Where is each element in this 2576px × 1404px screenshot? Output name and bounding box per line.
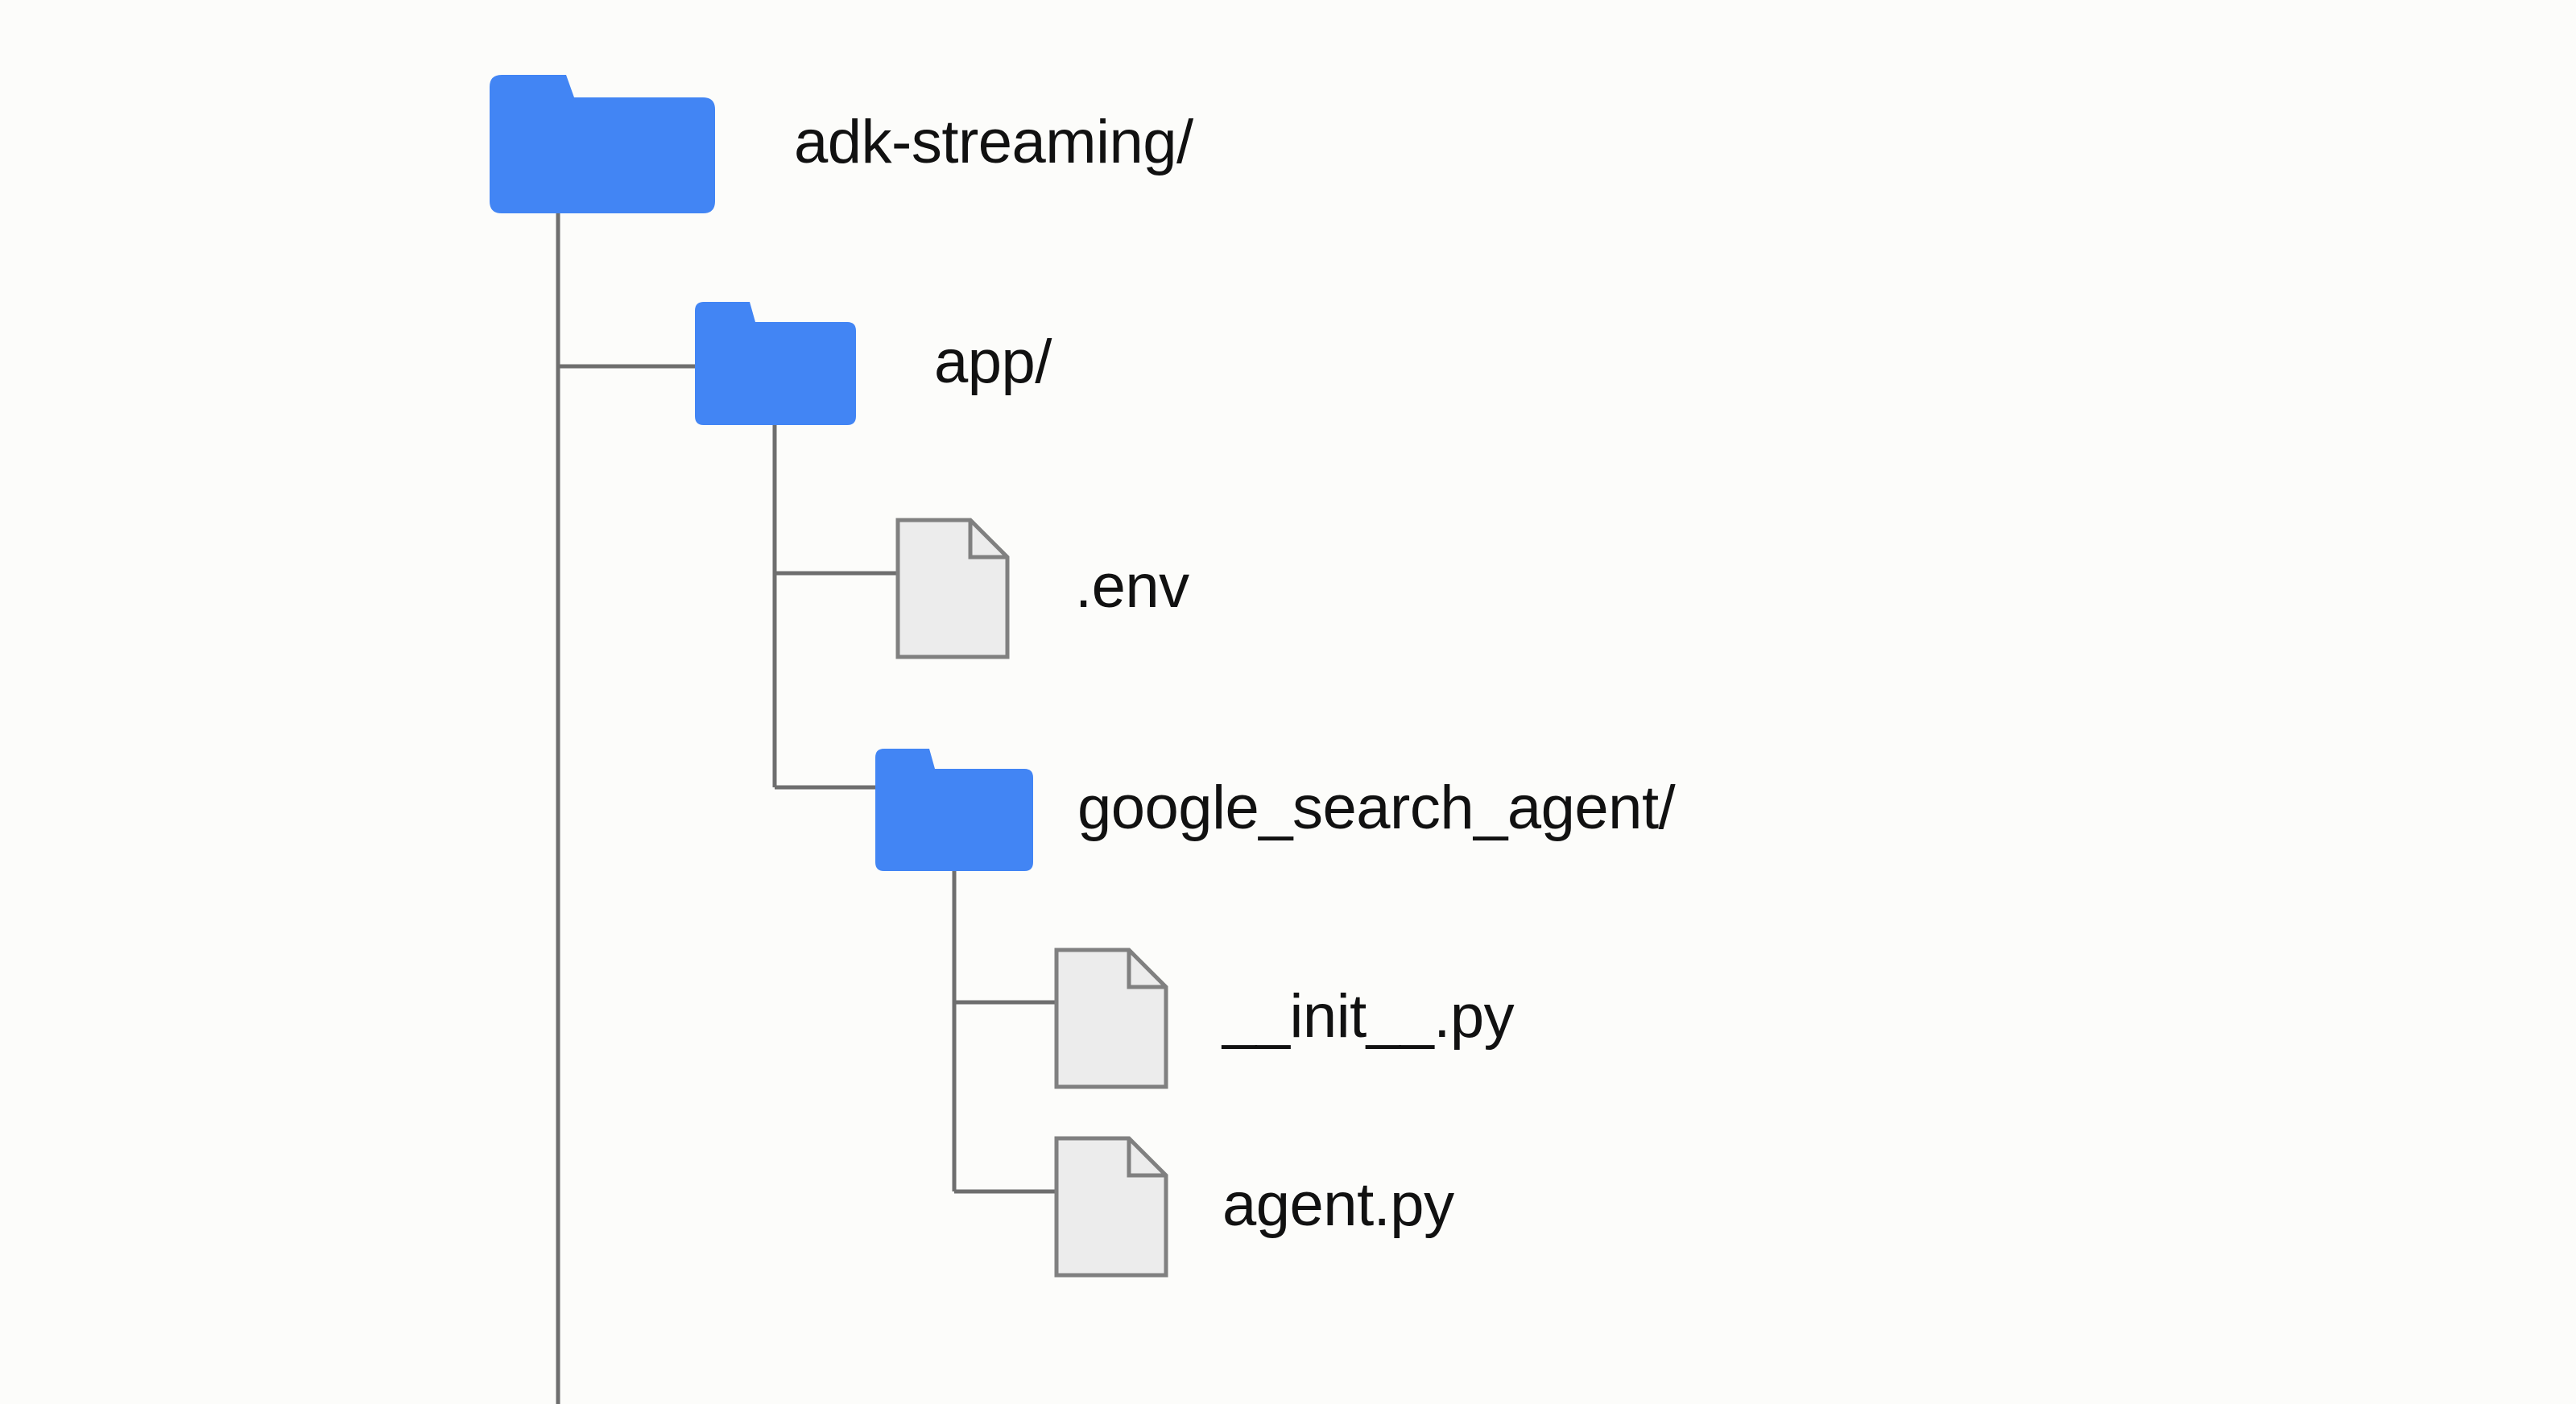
node-label-root[interactable]: adk-streaming/ [794, 108, 1193, 176]
file-fold-corner-icon [968, 520, 1007, 560]
folder-icon[interactable] [875, 749, 1033, 871]
file-fold-corner-icon [1127, 950, 1166, 989]
connector-lines [556, 213, 1055, 1404]
node-label-env[interactable]: .env [1075, 552, 1189, 621]
node-label-init_py[interactable]: __init__.py [1222, 982, 1515, 1051]
file-icon[interactable] [895, 518, 1010, 659]
folder-icon[interactable] [490, 75, 715, 213]
node-label-app[interactable]: app/ [934, 327, 1052, 396]
node-label-google_search_agent[interactable]: google_search_agent/ [1077, 774, 1676, 842]
folder-icon[interactable] [695, 302, 856, 425]
file-icon[interactable] [1054, 1136, 1168, 1278]
file-icon[interactable] [1054, 948, 1168, 1089]
file-fold-corner-icon [1127, 1138, 1166, 1178]
node-label-agent_py[interactable]: agent.py [1222, 1171, 1454, 1239]
node-icons [490, 75, 1168, 1278]
